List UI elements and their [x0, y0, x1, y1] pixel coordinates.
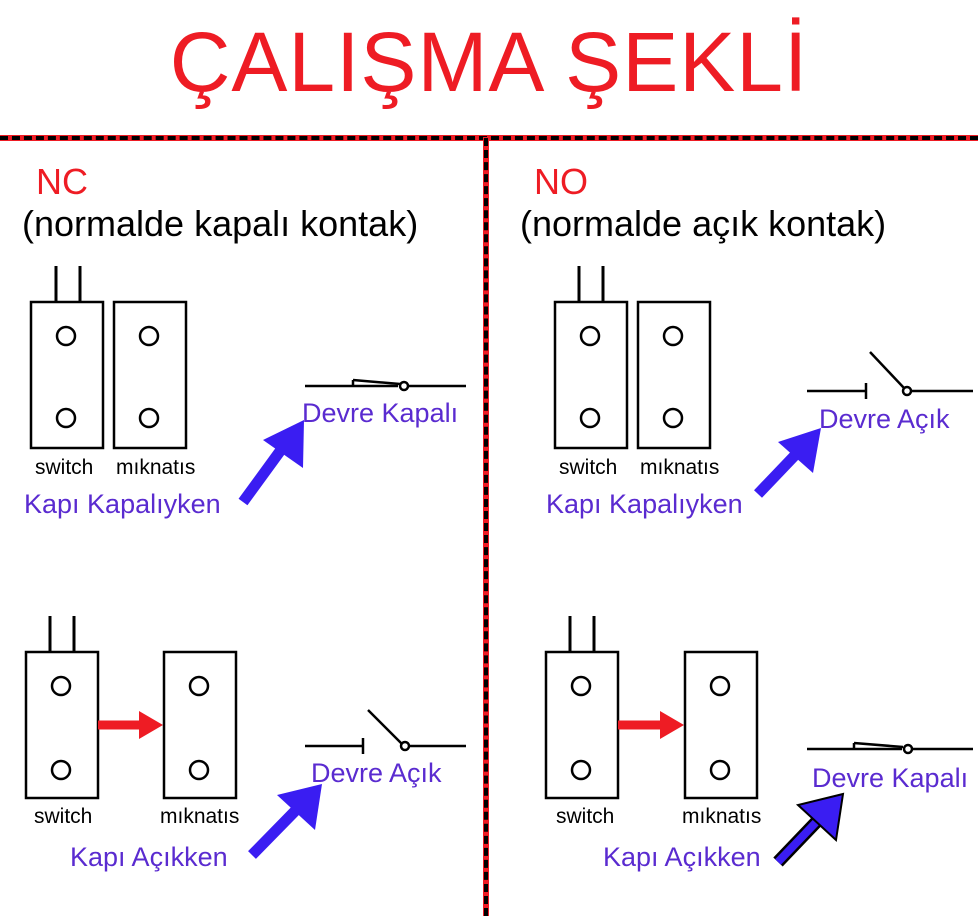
no-closed-circuit-symbol	[807, 351, 973, 399]
no-open-circuit-label: Devre Kapalı	[812, 763, 969, 793]
nc-open-blue-arrow	[248, 784, 322, 859]
nc-closed-sensor	[29, 266, 188, 450]
no-closed-switch-body	[553, 266, 629, 450]
nc-open-sensor	[24, 616, 238, 800]
nc-description: (normalde kapalı kontak)	[22, 203, 419, 244]
nc-closed-magnet-body	[112, 300, 188, 450]
no-open-magnet-label: mıknatıs	[682, 805, 762, 828]
nc-open-door-label: Kapı Açıkken	[70, 842, 228, 872]
no-closed-door-label: Kapı Kapalıyken	[546, 489, 743, 519]
nc-open-red-arrow	[98, 711, 163, 739]
nc-open-magnet-body	[162, 650, 238, 800]
no-open-blue-arrow	[773, 792, 845, 867]
nc-open-switch-body	[24, 616, 100, 800]
horizontal-divider	[0, 136, 978, 140]
no-closed-magnet-label: mıknatıs	[640, 456, 720, 479]
nc-closed-blue-arrow	[238, 420, 304, 506]
nc-code-label: NC	[36, 161, 88, 202]
nc-closed-switch-body	[29, 266, 105, 450]
no-open-door-label: Kapı Açıkken	[603, 842, 761, 872]
nc-open-magnet-label: mıknatıs	[160, 805, 240, 828]
nc-closed-circuit-symbol	[305, 378, 466, 392]
no-code-label: NO	[534, 161, 588, 202]
nc-closed-magnet-label: mıknatıs	[116, 456, 196, 479]
no-open-switch-label: switch	[556, 805, 615, 828]
nc-open-circuit-symbol	[305, 709, 466, 754]
no-open-magnet-body	[683, 650, 759, 800]
no-open-red-arrow	[618, 711, 684, 739]
no-closed-sensor	[553, 266, 712, 450]
no-open-sensor	[544, 616, 759, 800]
no-closed-switch-label: switch	[559, 456, 618, 479]
no-open-circuit-symbol	[807, 741, 973, 755]
nc-closed-door-label: Kapı Kapalıyken	[24, 489, 221, 519]
nc-closed-circuit-label: Devre Kapalı	[302, 398, 459, 428]
no-closed-circuit-label: Devre Açık	[819, 404, 950, 434]
page-title: ÇALIŞMA ŞEKLİ	[169, 15, 809, 109]
nc-open-switch-label: switch	[34, 805, 93, 828]
no-description: (normalde açık kontak)	[520, 203, 887, 244]
no-open-switch-body	[544, 616, 620, 800]
nc-closed-switch-label: switch	[35, 456, 94, 479]
no-closed-blue-arrow	[754, 428, 821, 498]
vertical-divider	[484, 138, 488, 916]
no-closed-magnet-body	[636, 300, 712, 450]
nc-open-circuit-label: Devre Açık	[311, 758, 442, 788]
